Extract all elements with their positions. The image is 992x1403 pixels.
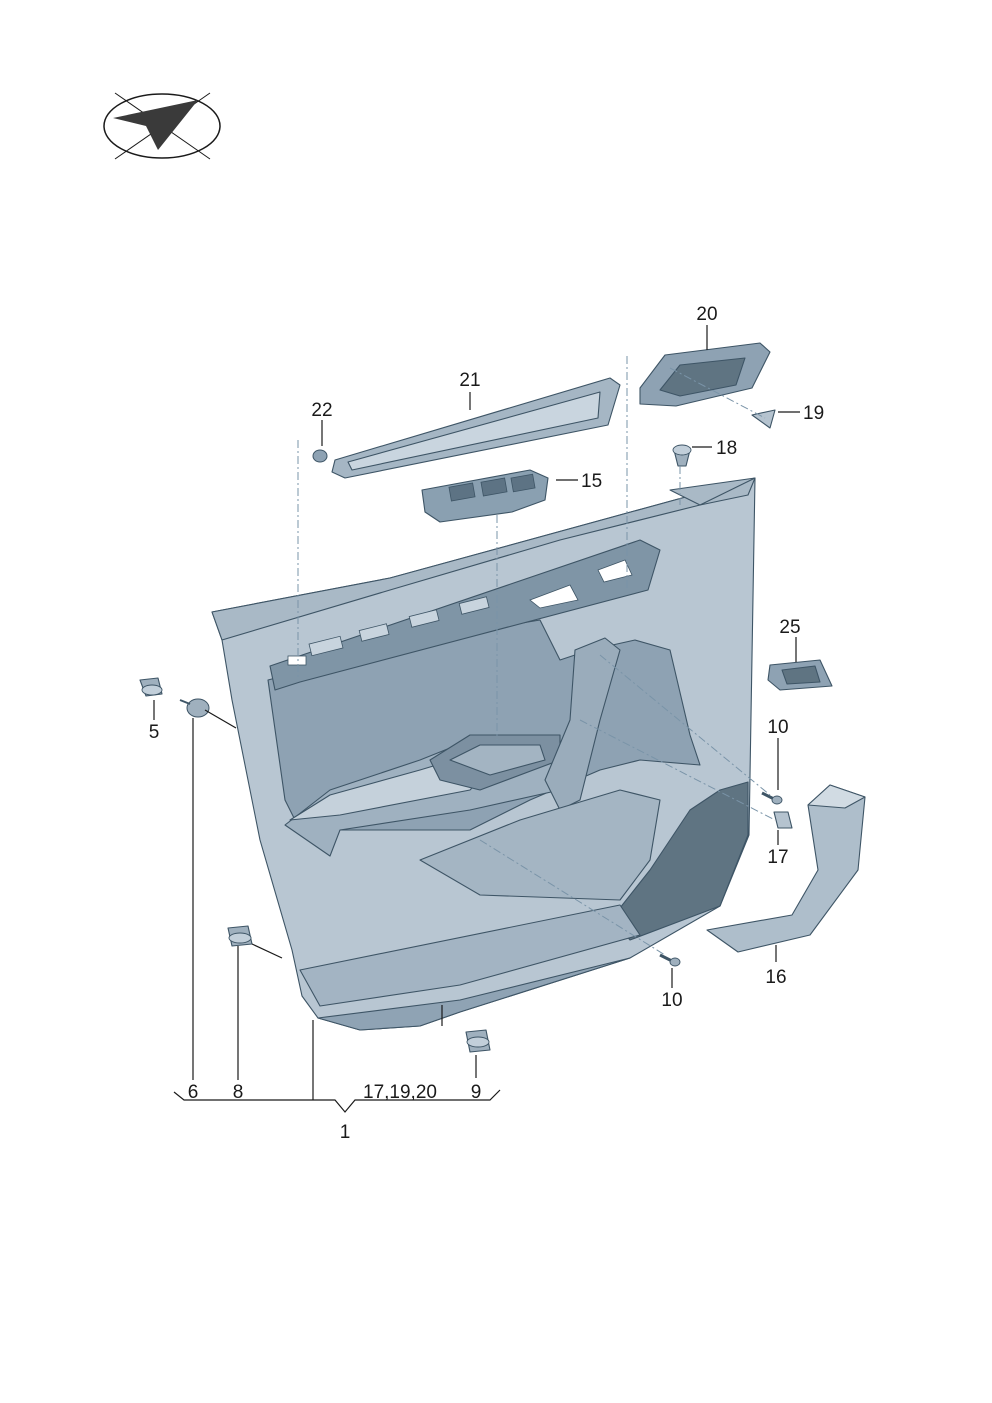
callout-6: 6 <box>188 1082 199 1103</box>
callout-labels: 20 21 22 19 18 15 25 5 10 17 16 10 6 8 1… <box>149 304 824 1143</box>
callout-8: 8 <box>233 1082 244 1103</box>
clip-6 <box>179 698 210 718</box>
clip-8 <box>227 925 253 947</box>
clip-9 <box>465 1029 491 1053</box>
clip-22 <box>312 449 328 463</box>
callout-18: 18 <box>716 438 737 459</box>
callout-19: 19 <box>803 403 824 424</box>
callout-21: 21 <box>459 370 480 391</box>
upper-trim-strip <box>331 377 621 479</box>
callout-20: 20 <box>696 304 717 325</box>
clip-5 <box>139 677 163 697</box>
callout-22: 22 <box>311 400 332 421</box>
callout-25: 25 <box>779 617 800 638</box>
callout-17-19-20: 17,19,20 <box>363 1082 437 1103</box>
leader-lines <box>153 325 800 1113</box>
callout-10-upper: 10 <box>767 717 788 738</box>
clip-17 <box>773 811 793 829</box>
nut-18 <box>672 444 692 467</box>
callout-9: 9 <box>471 1082 482 1103</box>
trim-strip-16 <box>706 784 866 953</box>
callout-1: 1 <box>340 1122 351 1143</box>
callout-15: 15 <box>581 471 602 492</box>
callout-16: 16 <box>765 967 786 988</box>
release-handle-25 <box>767 659 833 691</box>
screw-10-upper <box>761 791 783 805</box>
door-trim-panel <box>211 477 756 1031</box>
switch-bezel <box>421 469 549 523</box>
orientation-arrow-icon <box>103 92 221 160</box>
inner-door-handle <box>639 342 771 407</box>
callout-17: 17 <box>767 847 788 868</box>
assembly-lines <box>297 356 776 956</box>
callout-10-lower: 10 <box>661 990 682 1011</box>
callout-5: 5 <box>149 722 160 743</box>
screw-10-lower <box>659 953 681 967</box>
